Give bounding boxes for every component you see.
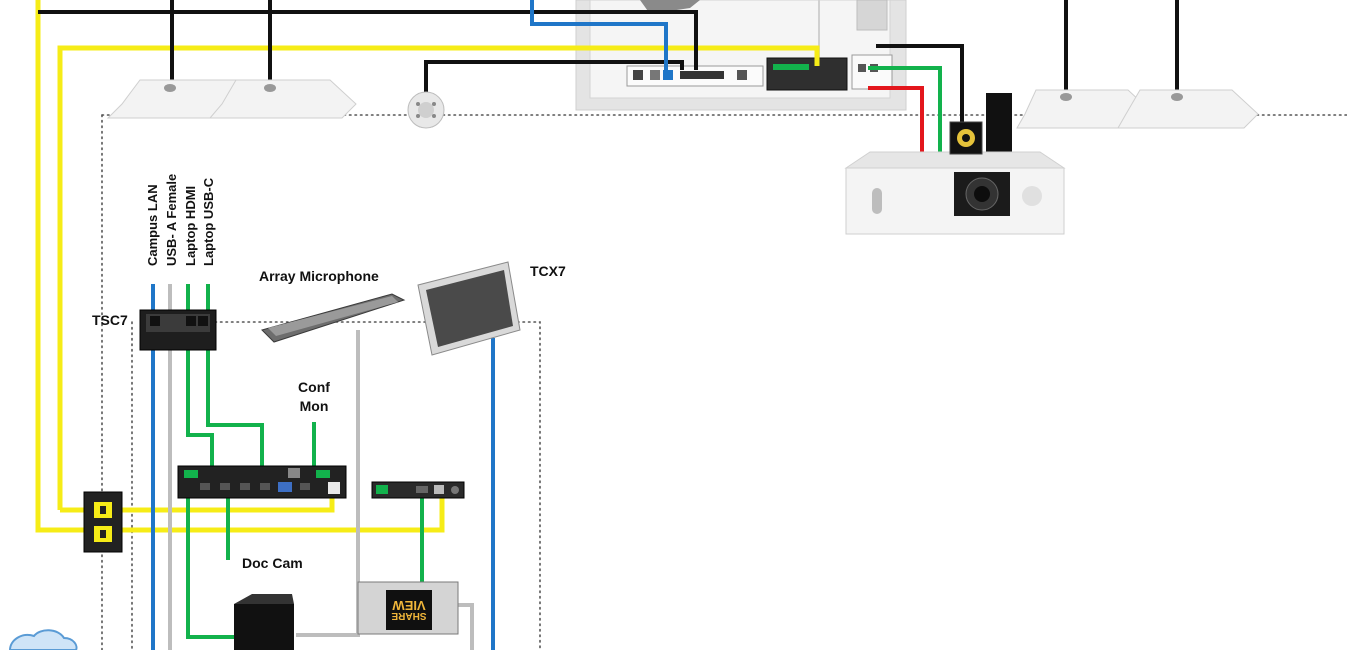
cloud-icon: [8, 629, 78, 650]
label-tsc7: TSC7: [92, 312, 128, 328]
share-view-line1: SHARE: [391, 610, 426, 621]
tcx7-touch-panel: [417, 261, 521, 356]
ceiling-mic-pod: [407, 91, 445, 129]
label-array-microphone: Array Microphone: [259, 268, 379, 284]
room-boundaries: [101, 114, 1347, 650]
label-doc-cam: Doc Cam: [242, 555, 303, 571]
control-cables: [38, 0, 1179, 122]
mini-pc: [234, 594, 294, 650]
label-conf: Conf: [298, 379, 330, 395]
label-laptop-hdmi: Laptop HDMI: [183, 186, 198, 266]
label-laptop-usbc: Laptop USB-C: [201, 177, 216, 266]
ceiling-speaker: [208, 79, 357, 119]
share-view-line2: VIEW: [392, 598, 426, 613]
wall-outlet: [83, 491, 123, 553]
ceiling-speaker: [1117, 89, 1259, 129]
adapter-box: [949, 121, 983, 155]
hdmi-extender: [371, 481, 465, 499]
usb-cables: [168, 284, 474, 650]
hdmi-cables: [186, 66, 942, 639]
label-usb-a-female: USB- A Female: [164, 174, 179, 266]
label-mon: Mon: [300, 398, 329, 414]
red-cable: [868, 86, 924, 168]
tsc7-table-box: [139, 309, 217, 351]
projector: [844, 93, 1066, 235]
video-switcher: [177, 465, 347, 499]
equipment-rack: [575, 0, 907, 111]
ceiling-speakers: [106, 79, 1259, 129]
label-tcx7: TCX7: [530, 263, 566, 279]
label-campus-lan: Campus LAN: [145, 184, 160, 266]
array-microphone: [261, 293, 406, 343]
share-view-box: SHARE VIEW: [357, 581, 459, 635]
